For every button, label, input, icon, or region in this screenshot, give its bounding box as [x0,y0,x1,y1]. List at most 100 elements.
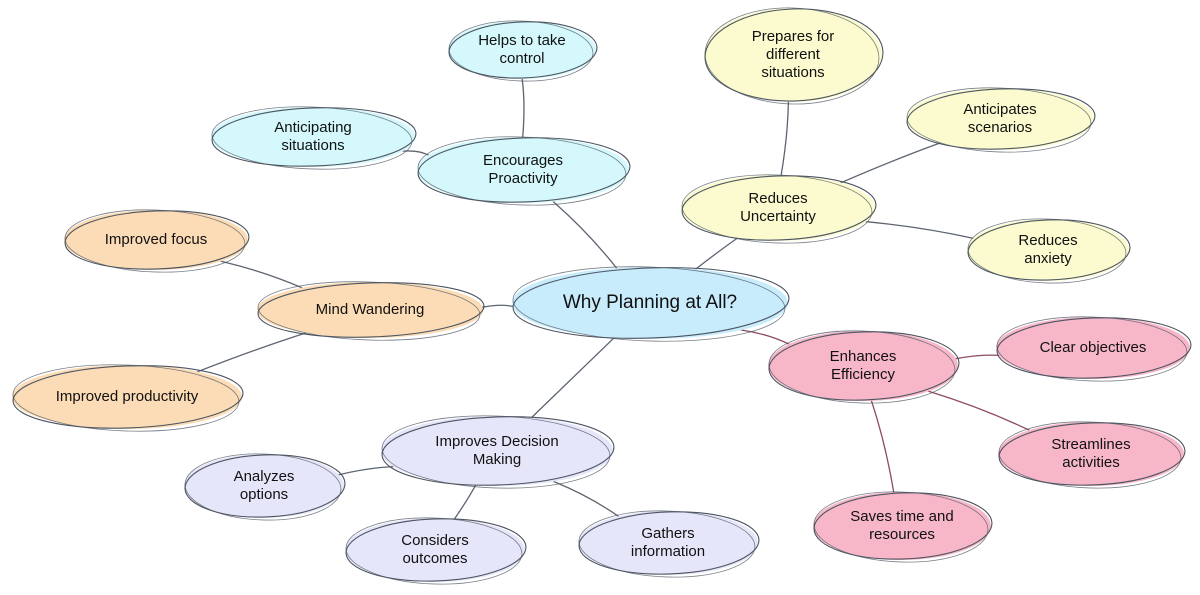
node-fill [12,365,242,429]
node-label: Helps to take [478,32,566,49]
node-outline [184,454,346,518]
node-label: Making [473,451,521,468]
node-outline-sketch [512,266,786,342]
node-label: Enhances [830,348,897,365]
edge-central-wandering [481,304,514,308]
node-label: Encourages [483,152,563,169]
edge-uncertainty-reduces-anxiety [865,221,974,239]
node-outline [211,107,417,167]
node-fill [381,416,613,486]
node-outline-sketch [998,421,1182,489]
node-outline-sketch [906,87,1092,153]
node-fill [813,492,991,560]
node-outline-sketch [12,364,240,432]
node-fill [345,518,525,582]
node-outline-sketch [768,330,956,404]
node-label: Saves time and [850,508,953,525]
node-outline-sketch [64,209,246,273]
node-outline [64,210,250,270]
node-outline-sketch [967,218,1127,284]
node-label: Anticipating [274,119,352,136]
node-outline [448,21,598,79]
node-label: Analyzes [234,468,295,485]
node-outline [998,422,1186,486]
node-central: Why Planning at All? [512,266,790,342]
node-label: Streamlines [1051,436,1130,453]
edge-decision-gathers-information [553,480,620,517]
node-fill [967,219,1129,281]
node-outline [578,511,760,575]
node-fill [448,21,596,79]
node-outline [381,416,615,486]
node-outline [512,267,790,339]
nodes-layer: Why Planning at All? EncouragesProactivit… [12,7,1192,585]
edge-efficiency-streamlines-activities [927,390,1030,431]
node-fill [768,331,958,401]
node-label: Improved focus [105,231,208,248]
edge-proactivity-anticipating-situations [402,150,430,156]
node-clear-objectives: Clear objectives [996,316,1192,382]
node-outline [967,219,1131,281]
edge-central-decision [530,337,615,419]
node-fill [681,175,875,241]
node-label: Prepares for [752,28,835,45]
node-label: Anticipates [963,101,1036,118]
node-label: situations [281,137,344,154]
node-label: Clear objectives [1040,339,1147,356]
node-label: scenarios [968,119,1032,136]
node-improved-focus: Improved focus [64,209,250,273]
node-outline-sketch [681,174,873,244]
edge-wandering-improved-productivity [196,332,307,373]
node-label: options [240,486,288,503]
node-fill [257,282,483,338]
node-outline-sketch [448,20,594,82]
edge-central-efficiency [740,329,790,345]
node-outline [345,518,527,582]
node-label: activities [1062,454,1120,471]
node-outline-sketch [996,316,1188,382]
node-wandering: Mind Wandering [257,281,485,341]
node-fill [512,267,788,339]
node-outline-sketch [813,491,989,563]
edge-central-uncertainty [695,237,739,270]
node-fill [578,511,758,575]
node-fill [906,88,1094,150]
edge-efficiency-clear-objectives [955,354,1000,360]
node-fill [211,107,415,167]
node-outline-sketch [578,510,756,578]
node-label: anxiety [1024,250,1072,267]
node-label: resources [869,526,935,543]
edges-layer [196,78,1030,520]
node-label: Proactivity [488,170,558,187]
node-outline-sketch [345,517,523,585]
edge-wandering-improved-focus [220,260,303,289]
node-outline-sketch [417,136,627,206]
node-label: Improved productivity [56,388,199,405]
node-label: Efficiency [831,366,895,383]
node-fill [996,317,1190,379]
node-label: Reduces [1018,232,1077,249]
node-label: Considers [401,532,469,549]
node-label: information [631,543,705,560]
node-outline [12,365,244,429]
node-outline [417,137,631,203]
node-label: outcomes [402,550,467,567]
edge-uncertainty-prepares-situations [780,101,790,176]
node-outline [257,282,485,338]
node-outline-sketch [211,106,413,170]
edge-efficiency-saves-time [870,400,895,493]
node-label: Improves Decision [435,433,558,450]
